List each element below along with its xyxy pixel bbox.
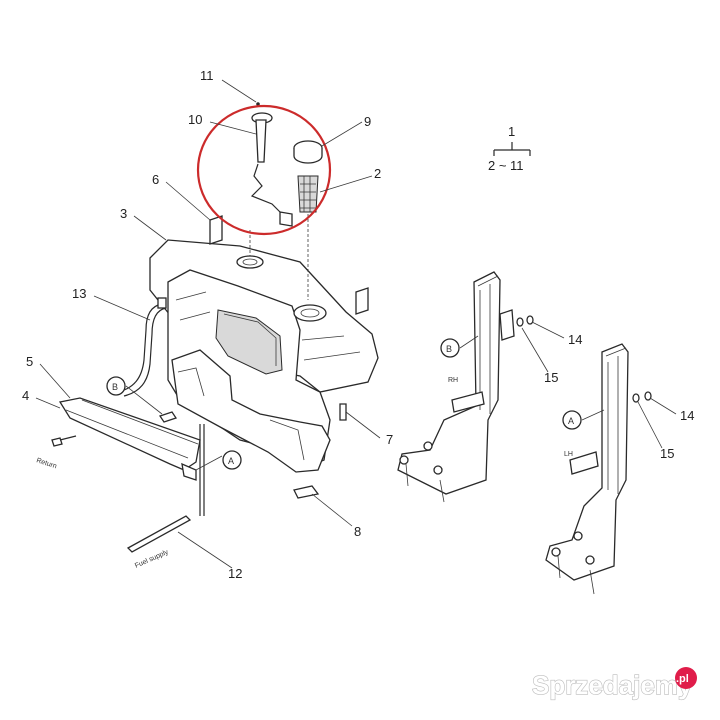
part-number-15-lh: 15 (660, 446, 674, 461)
fuel-sender-10 (250, 102, 293, 227)
part-number-9: 9 (364, 114, 371, 129)
callout-a-right: A (562, 410, 582, 430)
lh-label: LH (564, 451, 573, 458)
part-number-4: 4 (22, 388, 29, 403)
part-number-1: 1 (508, 124, 515, 139)
watermark-text: Sprzedajemy (532, 670, 693, 700)
fuel-tank (149, 239, 379, 473)
return-label: Return (35, 457, 57, 470)
callout-a-left: A (222, 450, 242, 470)
part-number-13: 13 (72, 286, 86, 301)
part-number-10: 10 (188, 112, 202, 127)
watermark-logo: Sprzedajemy .pl (531, 667, 697, 701)
leader-lines (35, 79, 677, 569)
part-number-11: 11 (200, 68, 214, 83)
part-number-14-lh: 14 (680, 408, 694, 423)
svg-text:B: B (112, 382, 118, 392)
fuel-cap-9 (293, 140, 323, 164)
group-range-label: 2 ~ 11 (488, 158, 524, 173)
rubber-pad-8 (293, 485, 320, 499)
group-reference: 1 2 ~ 11 (488, 124, 531, 173)
bolts-nuts-14-15 (516, 315, 652, 403)
part-number-12: 12 (228, 566, 242, 581)
svg-text:A: A (568, 416, 574, 426)
fuel-supply-label: Fuel supply (134, 549, 170, 570)
rh-label: RH (448, 377, 458, 384)
lh-mount-bracket: LH (545, 343, 629, 595)
highlight-circle (196, 104, 332, 236)
return-hose-13 (117, 297, 167, 397)
svg-text:A: A (228, 456, 234, 466)
part-number-14-rh: 14 (568, 332, 582, 347)
part-number-3: 3 (120, 206, 127, 221)
watermark-suffix: .pl (676, 673, 689, 685)
part-number-15-rh: 15 (544, 370, 558, 385)
part-number-7: 7 (386, 432, 393, 447)
callout-b-left: B (106, 376, 126, 396)
rh-mount-bracket: RH (397, 271, 515, 503)
part-number-5: 5 (26, 354, 33, 369)
part-number-6: 6 (152, 172, 159, 187)
svg-text:B: B (446, 344, 452, 354)
callout-b-right: B (440, 338, 460, 358)
tank-bottom-frame (51, 397, 201, 481)
part-number-8: 8 (354, 524, 361, 539)
fuel-strainer-2 (297, 175, 319, 213)
tank-bracket-6 (209, 215, 223, 245)
spacer-7 (339, 403, 347, 421)
part-number-2: 2 (374, 166, 381, 181)
